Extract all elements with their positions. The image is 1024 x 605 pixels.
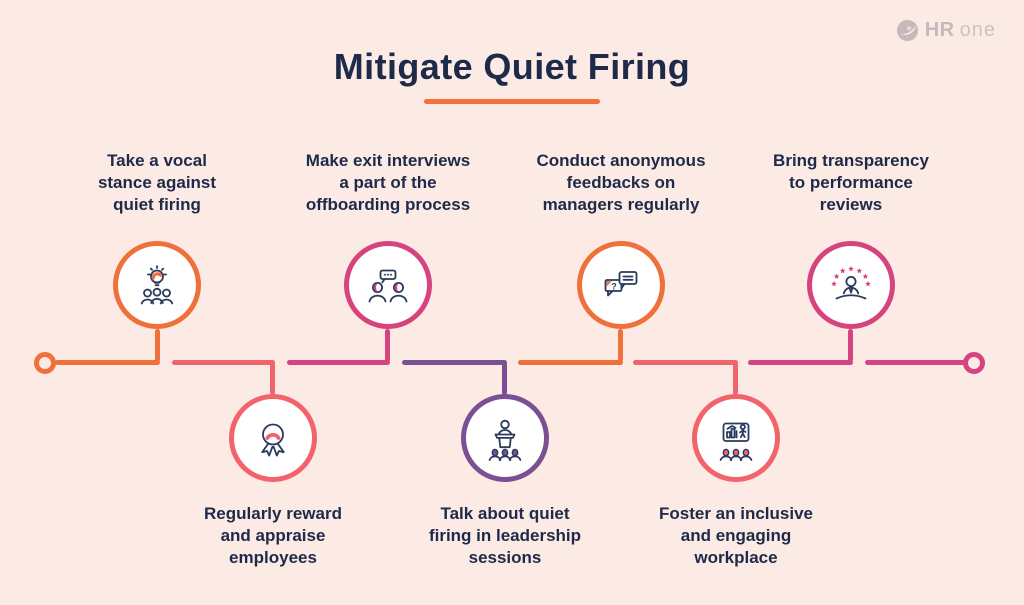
item-label: Talk about quiet firing in leadership se… [428, 504, 582, 567]
timeline-segment [865, 360, 965, 365]
connector-stem [270, 362, 275, 395]
page-title: Mitigate Quiet Firing [333, 46, 691, 87]
connector-stem [385, 329, 390, 362]
item-label: Bring transparency to performance review… [773, 151, 929, 214]
hrone-logo-icon [896, 19, 918, 42]
item-label: Make exit interviews a part of the offbo… [305, 151, 471, 214]
timeline-segment [633, 360, 738, 365]
icon-circle: ? [577, 241, 665, 329]
icon-circle [344, 241, 432, 329]
logo-text-hr: HR [924, 19, 955, 41]
timeline-segment [172, 360, 275, 365]
exit-interview-chat-icon [368, 269, 408, 303]
item-label: Take a vocal stance against quiet firing [97, 151, 217, 214]
timeline-segment [518, 360, 623, 365]
connector-stem [848, 329, 853, 362]
timeline-endpoint-left [34, 352, 56, 374]
logo-text-one: one [959, 19, 996, 41]
timeline-segment [748, 360, 853, 365]
icon-circle [692, 394, 780, 482]
presentation-icon [719, 422, 753, 461]
connector-stem [502, 362, 507, 395]
award-ribbon-icon [261, 423, 285, 457]
svg-text:?: ? [611, 282, 617, 292]
person-stars-icon [831, 265, 871, 300]
connector-stem [155, 329, 160, 362]
item-label: Regularly reward and appraise employees [204, 504, 342, 567]
item-label: Conduct anonymous feedbacks on managers … [536, 151, 706, 214]
icon-circle [807, 241, 895, 329]
feedback-bubbles-icon: ? [604, 271, 638, 297]
item-label: Foster an inclusive and engaging workpla… [659, 504, 813, 567]
timeline-segment [287, 360, 390, 365]
timeline-segment [55, 360, 160, 365]
icon-circle [229, 394, 317, 482]
connector-stem [733, 362, 738, 395]
podium-speaker-icon [488, 419, 522, 461]
team-idea-icon [140, 265, 174, 305]
icon-circle [461, 394, 549, 482]
connector-stem [618, 329, 623, 362]
timeline-endpoint-right [963, 352, 985, 374]
icon-circle [113, 241, 201, 329]
title-underline [424, 99, 600, 104]
timeline-segment [402, 360, 507, 365]
